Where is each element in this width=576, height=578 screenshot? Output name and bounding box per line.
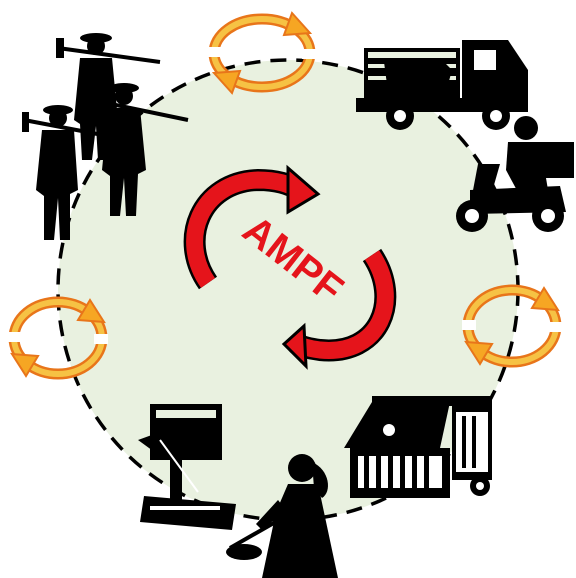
ampf-cycle-diagram: AMPF [0,0,576,578]
